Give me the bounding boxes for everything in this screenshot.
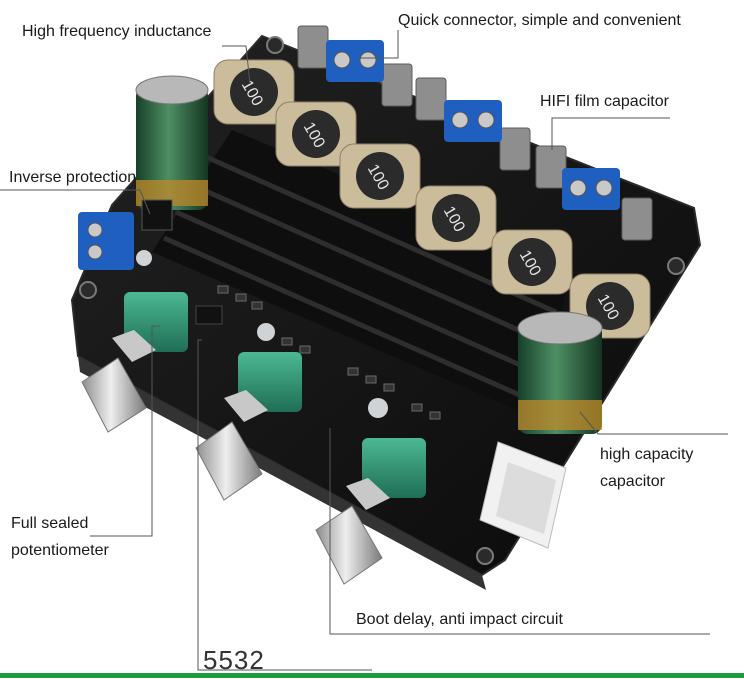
electrolytic-capacitor-left xyxy=(135,75,209,210)
label-high-frequency-inductance: High frequency inductance xyxy=(22,23,212,40)
label-full-sealed-line2: potentiometer xyxy=(11,542,109,559)
potentiometer-bass xyxy=(81,292,188,433)
screw-terminals xyxy=(78,40,620,270)
smd-components xyxy=(136,199,441,420)
electrolytic-capacitor-right xyxy=(517,311,603,434)
heatsink xyxy=(152,130,570,420)
white-connector xyxy=(479,441,567,549)
label-quick-connector: Quick connector, simple and convenient xyxy=(398,12,681,29)
label-full-sealed-line1: Full sealed xyxy=(11,515,89,532)
potentiometer-volume xyxy=(315,438,426,585)
label-inverse-protection: Inverse protection xyxy=(9,169,137,186)
potentiometer-treble xyxy=(195,352,302,501)
label-boot-delay: Boot delay, anti impact circuit xyxy=(356,611,563,628)
label-chip-5532: 5532 xyxy=(203,645,265,675)
callout-lines xyxy=(0,30,728,671)
film-capacitors xyxy=(297,25,653,241)
label-high-capacity-line2: capacitor xyxy=(600,473,665,490)
label-high-capacity-line1: high capacity xyxy=(600,446,694,463)
label-full-sealed-potentiometer: Full sealed potentiometer xyxy=(11,510,109,564)
inductors: 100 100 100 100 100 100 xyxy=(213,59,651,339)
label-hifi-film-capacitor: HIFI film capacitor xyxy=(540,93,669,110)
bottom-rule xyxy=(0,673,744,678)
label-high-capacity-capacitor: high capacity capacitor xyxy=(600,441,693,495)
